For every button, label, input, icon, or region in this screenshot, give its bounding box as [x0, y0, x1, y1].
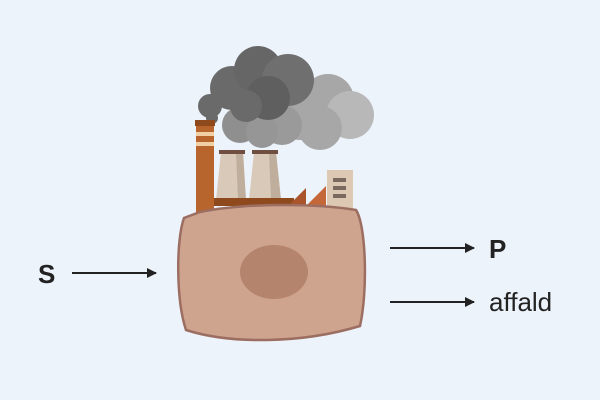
nucleus: [240, 245, 308, 299]
chimney: [195, 120, 215, 212]
cooling-tower-right: [249, 150, 281, 200]
cooling-tower-left: [216, 150, 246, 200]
factory-base: [214, 198, 294, 206]
product-label: P: [489, 234, 507, 264]
sawtooth-building: [286, 186, 326, 208]
smoke-cloud-light: [222, 74, 374, 150]
input-label: S: [38, 259, 56, 289]
waste-label: affald: [489, 287, 553, 317]
